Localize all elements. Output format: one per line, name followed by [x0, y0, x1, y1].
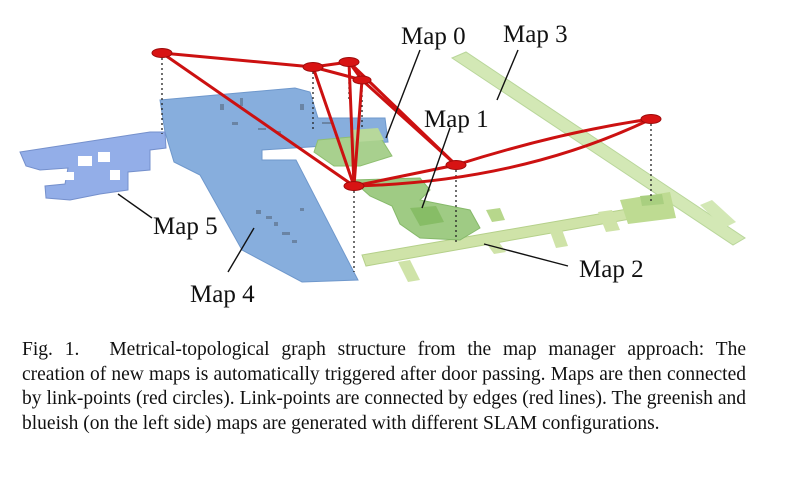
map-1-region — [350, 177, 481, 241]
link-point — [338, 57, 360, 67]
label-leader-lines — [117, 49, 569, 273]
map-2-label: Map 2 — [579, 256, 644, 283]
caption-label: Fig. 1. — [22, 339, 80, 360]
link-point — [151, 48, 173, 58]
figure-caption: Fig. 1.Metrical-topological graph struct… — [22, 338, 746, 436]
caption-text: Metrical-topological graph structure fro… — [22, 339, 746, 434]
link-point — [640, 114, 662, 124]
link-point — [343, 181, 365, 191]
map-3-region — [450, 51, 746, 246]
figure-map-graph: Map 0 Map 3 Map 1 Map 5 Map 2 Map 4 — [19, 21, 746, 308]
link-point — [352, 75, 372, 85]
map-1-label: Map 1 — [424, 106, 489, 133]
map-4-region — [159, 87, 389, 283]
link-point — [302, 62, 324, 72]
map-2-region — [361, 192, 676, 282]
map-3-label: Map 3 — [503, 21, 568, 48]
map-0-label: Map 0 — [401, 23, 466, 50]
map-5-label: Map 5 — [153, 213, 218, 240]
map-4-label: Map 4 — [190, 281, 255, 308]
map-5-region — [19, 131, 167, 201]
link-point — [445, 160, 467, 170]
link-points — [151, 48, 662, 191]
